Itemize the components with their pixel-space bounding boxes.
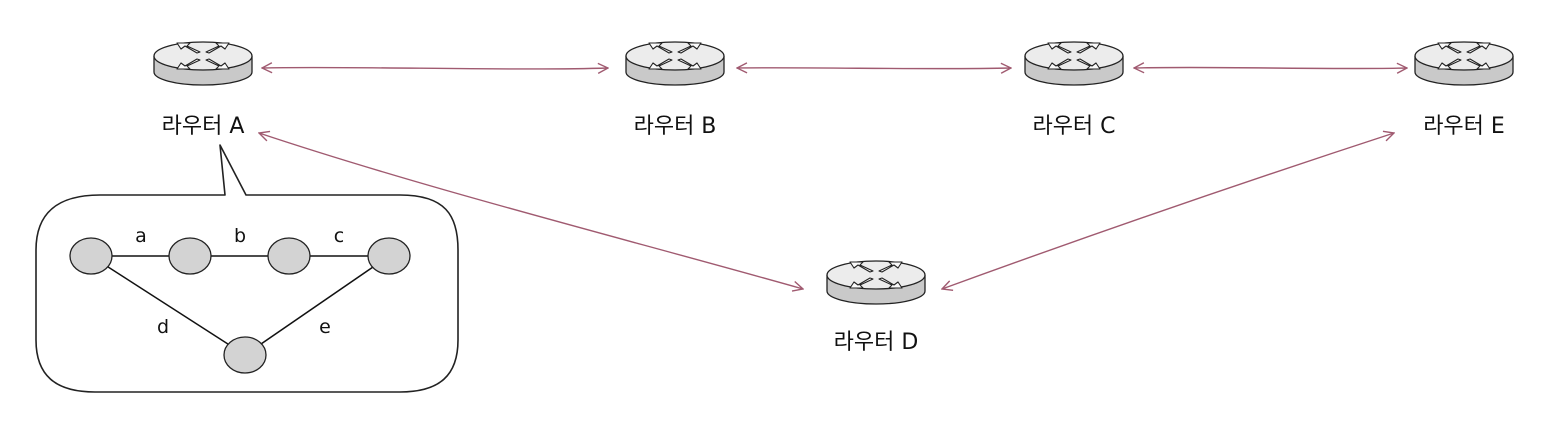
router-icon xyxy=(1024,41,1124,86)
edge-label-c: c xyxy=(334,225,344,247)
router-label: 라우터 C xyxy=(1032,114,1115,139)
router-label: 라우터 B xyxy=(634,114,717,139)
router-icon xyxy=(625,41,725,86)
router-icon xyxy=(826,260,926,305)
router-b: 라우터 B xyxy=(625,41,725,139)
edge-label-d: d xyxy=(157,316,169,338)
graph-node xyxy=(168,237,212,275)
graph-edge-e xyxy=(244,255,390,356)
graph-node xyxy=(69,237,113,275)
edge-label-b: b xyxy=(234,225,246,247)
router-e: 라우터 E xyxy=(1414,41,1514,139)
router-label: 라우터 A xyxy=(162,114,245,139)
router-icon xyxy=(1414,41,1514,86)
router-icon xyxy=(153,41,253,86)
router-d: 라우터 D xyxy=(826,260,926,355)
graph-edge-d xyxy=(90,255,246,356)
bubble-outline xyxy=(35,144,459,393)
graph-node xyxy=(367,237,411,275)
link-c-e xyxy=(1134,67,1407,68)
link-a-b xyxy=(262,68,608,69)
router-label: 라우터 E xyxy=(1423,114,1505,139)
link-d-e xyxy=(942,133,1394,289)
link-b-c xyxy=(737,68,1011,69)
router-c: 라우터 C xyxy=(1024,41,1124,139)
link-a-d xyxy=(259,133,803,289)
callout-bubble: a b c d e xyxy=(35,144,459,393)
graph-node xyxy=(267,237,311,275)
graph-node xyxy=(223,336,267,374)
router-links xyxy=(259,67,1407,289)
router-label: 라우터 D xyxy=(834,330,919,355)
edge-label-a: a xyxy=(135,225,147,247)
router-a: 라우터 A xyxy=(153,41,253,139)
edge-label-e: e xyxy=(319,316,331,338)
